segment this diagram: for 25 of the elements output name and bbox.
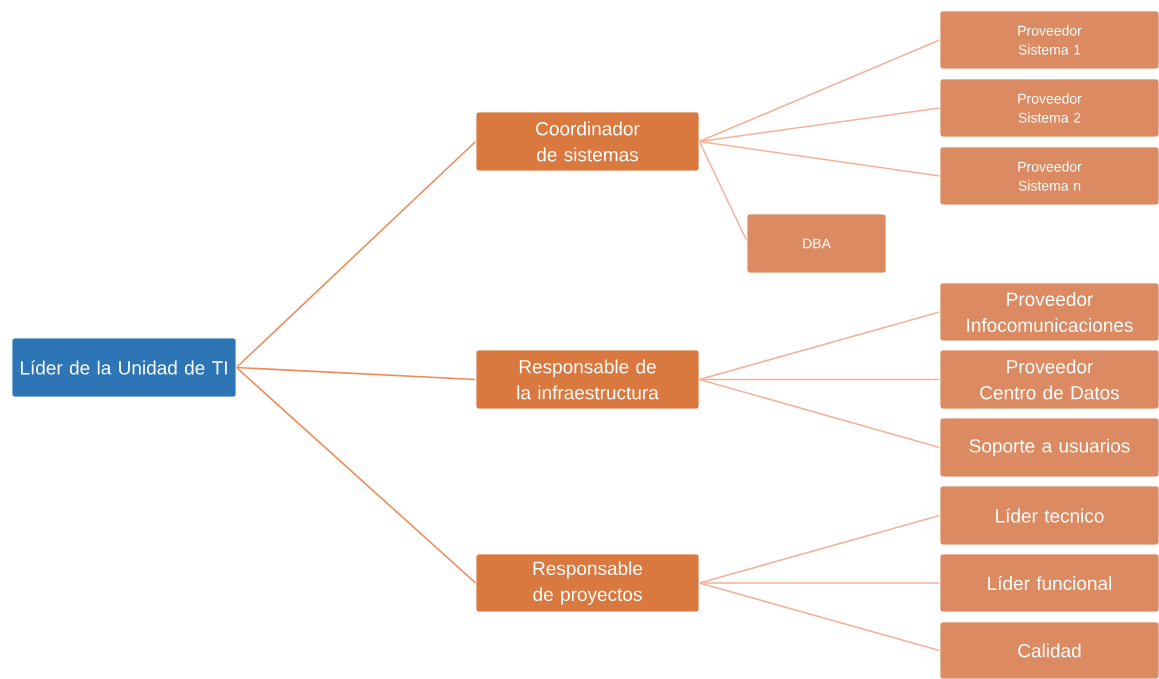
connector-line (698, 107, 941, 143)
role-box: Líder funcional (939, 553, 1159, 613)
role-box: Soporte a usuarios (939, 417, 1159, 478)
role-box: Proveedor Infocomunicaciones (939, 282, 1159, 342)
leader-box: Líder de la Unidad de TI (11, 337, 237, 398)
role-box: Proveedor Centro de Datos (939, 349, 1159, 410)
role-box: Proveedor Sistema 1 (939, 10, 1159, 70)
connector-line (698, 140, 941, 177)
manager-box: Coordinador de sistemas (475, 111, 700, 172)
connector-line (698, 39, 941, 143)
connector-line (235, 140, 477, 369)
connector-line (698, 311, 941, 381)
connector-line (235, 366, 477, 584)
role-box: Calidad (939, 621, 1159, 679)
connector-line (698, 582, 941, 652)
manager-box: Responsable de proyectos (475, 553, 700, 613)
role-box: Proveedor Sistema 2 (939, 78, 1159, 138)
role-box: DBA (746, 213, 887, 274)
connector-line (698, 582, 941, 584)
connector-line (698, 140, 748, 242)
role-box: Líder tecnico (939, 485, 1159, 546)
role-box: Proveedor Sistema n (939, 146, 1159, 206)
manager-box: Responsable de la infraestructura (475, 349, 700, 410)
connector-line (235, 366, 477, 381)
connector-line (698, 378, 941, 449)
